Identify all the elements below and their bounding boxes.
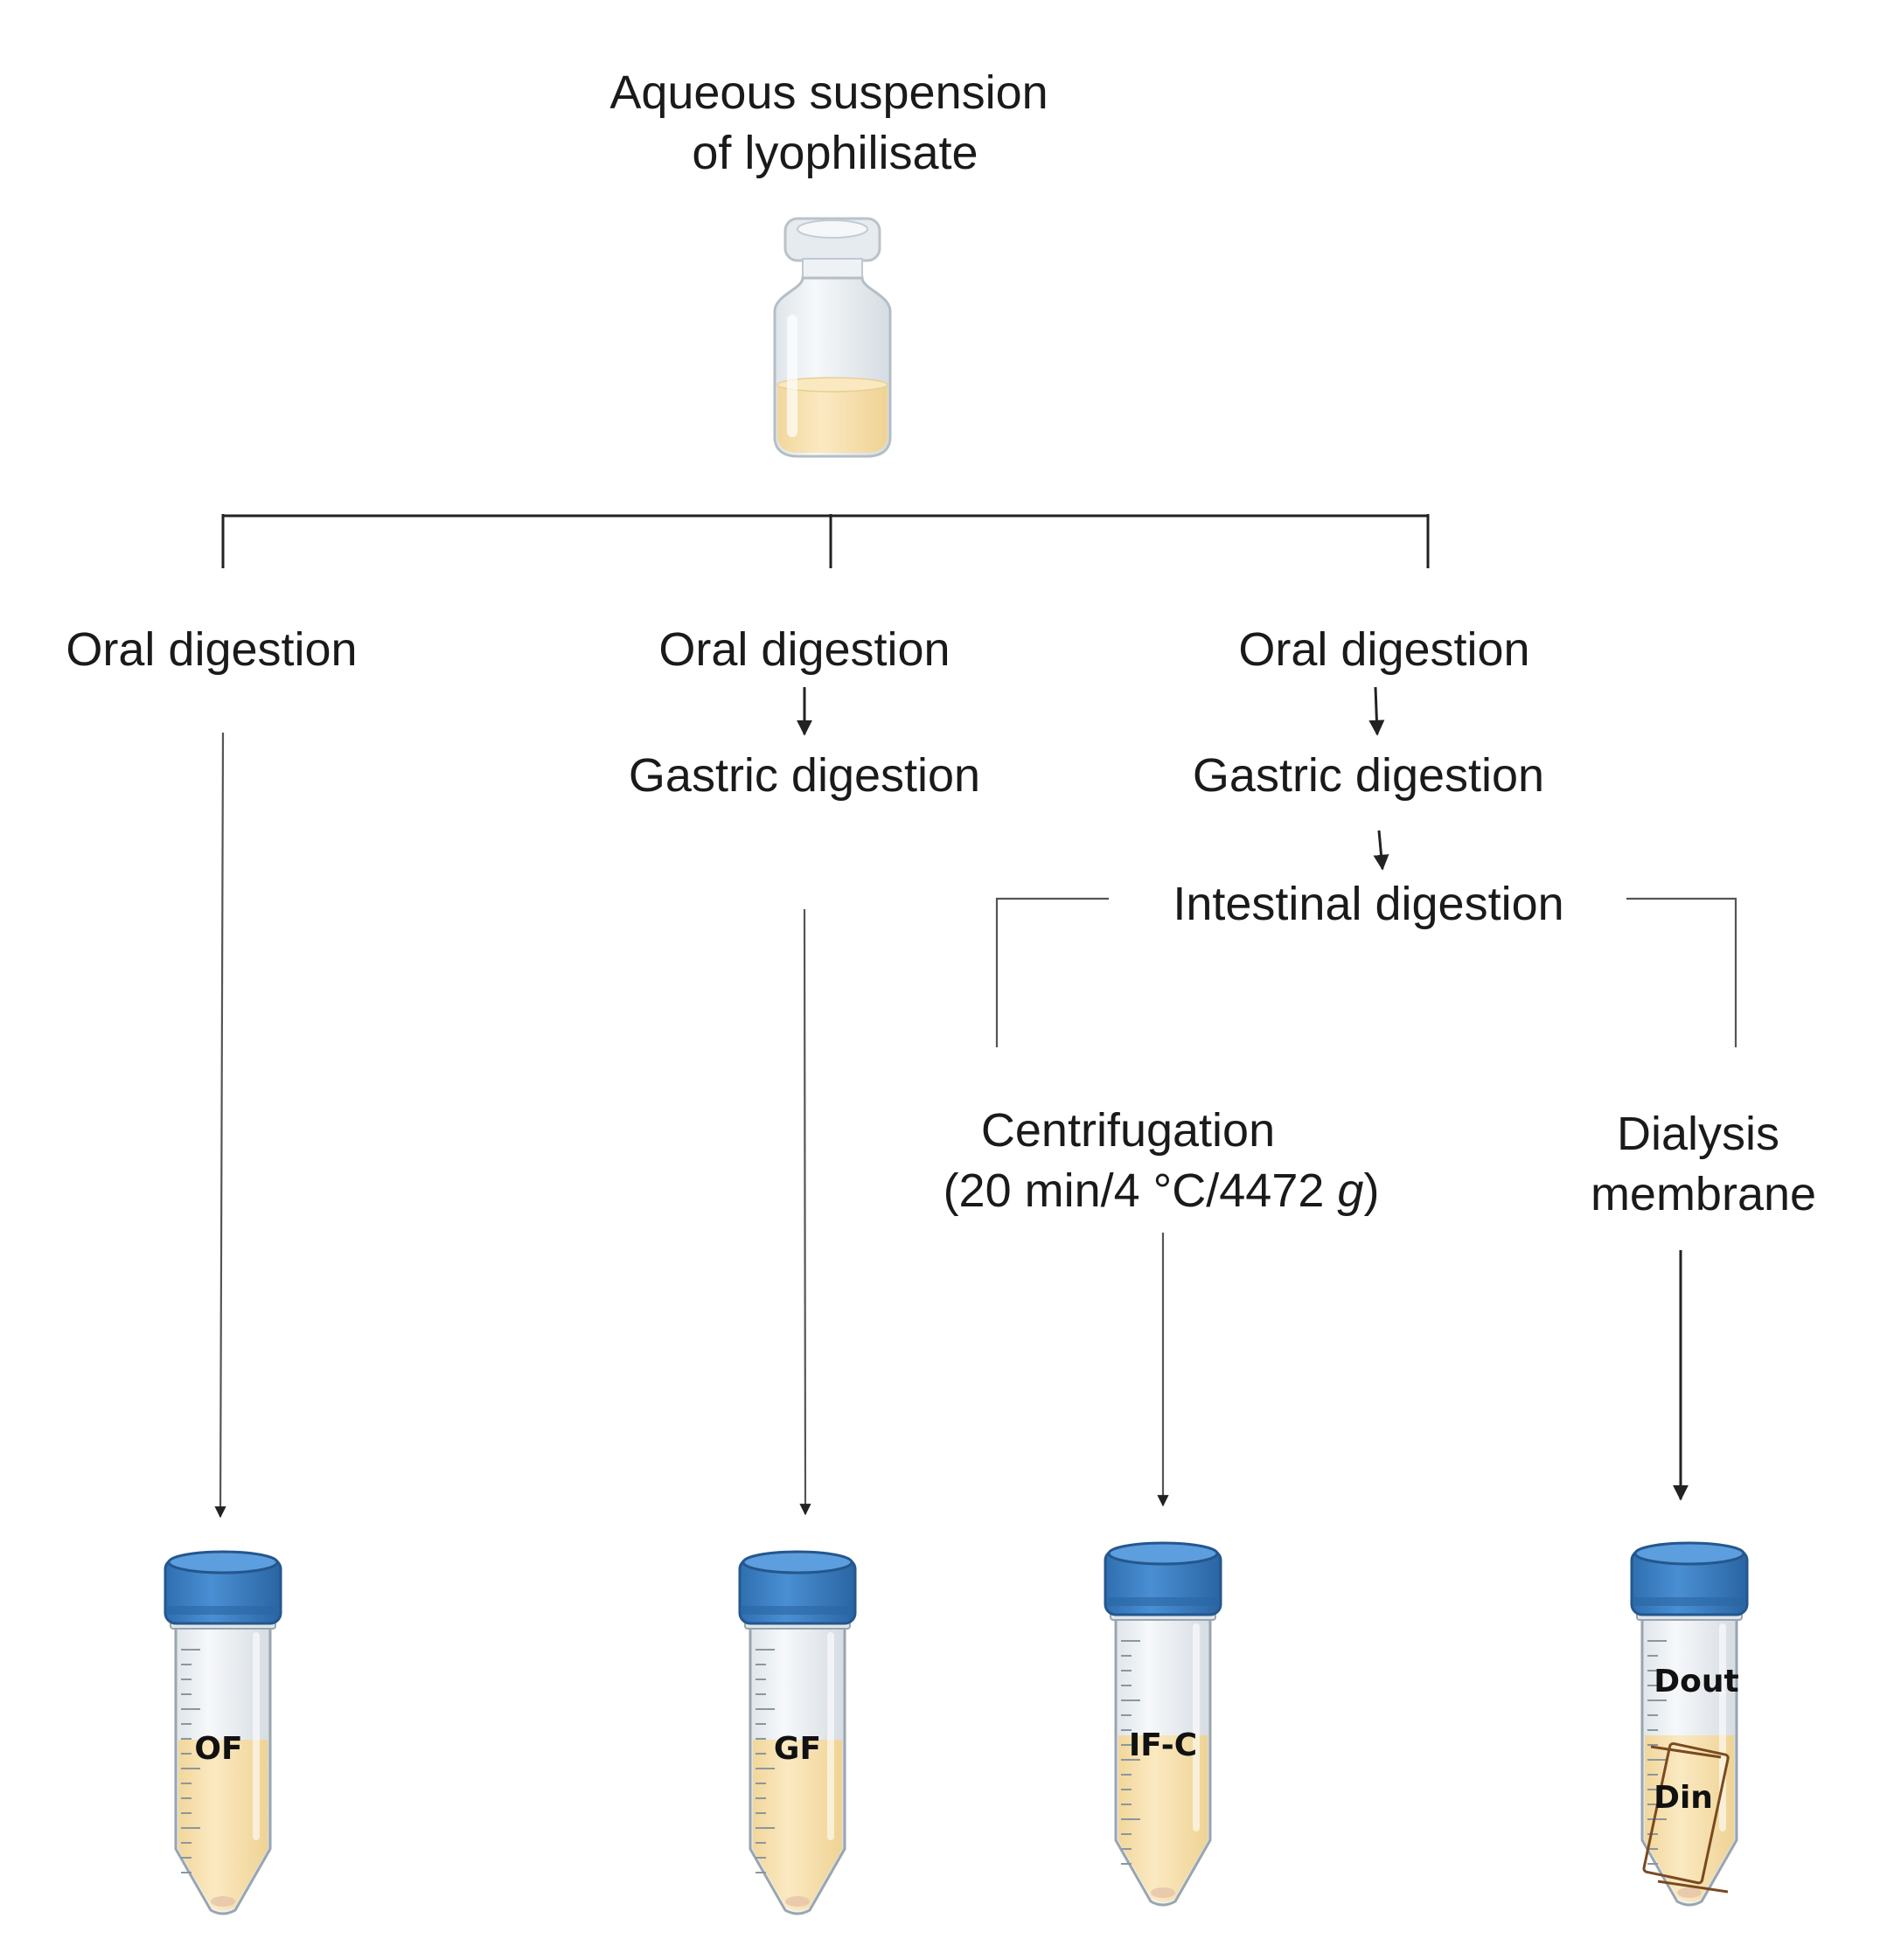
branch1-arrow [214,732,226,1519]
branch3-gastric-digestion: Gastric digestion [1193,749,1544,802]
dialysis-label-line2: membrane [1591,1168,1816,1220]
tube-gf-icon [738,1550,857,1915]
tube-ifc-icon [1104,1541,1222,1907]
branch3-arrow-oral-to-gastric [1368,686,1385,736]
centrifugation-conditions-unit: g [1337,1164,1363,1217]
source-title-line2: of lyophilisate [692,127,978,179]
source-title-line1: Aqueous suspension [609,66,1048,119]
dialysis-label-line1: Dialysis [1617,1108,1779,1160]
branch3-oral-digestion: Oral digestion [1238,623,1529,676]
dialysis-membrane-icon [1642,1741,1730,1894]
branch2-gastric-digestion: Gastric digestion [629,749,980,802]
centrifugation-conditions-prefix: (20 min/4 °C/4472 [944,1164,1338,1217]
centrifugation-conditions: (20 min/4 °C/4472 g) [944,1164,1380,1217]
branch2-oral-digestion: Oral digestion [658,623,950,676]
tube-label-din: Din [1654,1780,1713,1816]
tube-label-of: OF [194,1731,242,1767]
branch2-arrow [799,908,811,1516]
tube-label-gf: GF [774,1731,821,1767]
branch-splitter [221,514,1430,568]
centrifugation-label: Centrifugation [981,1104,1275,1157]
centrifugation-conditions-suffix: ) [1363,1164,1379,1217]
tube-layer [164,1541,1749,1915]
branch1-oral-digestion: Oral digestion [66,623,357,676]
tube-label-ifc: IF-C [1129,1727,1197,1763]
tube-of-icon [164,1550,282,1915]
branch3-intestinal-digestion: Intestinal digestion [1173,878,1563,930]
intestinal-split-bracket [995,897,1737,1047]
tube-dialysis-icon [1630,1541,1749,1907]
branch3-arrow-gastric-to-intestinal [1373,830,1389,871]
vial-icon [773,217,892,458]
tube-label-dout: Dout [1654,1664,1738,1699]
